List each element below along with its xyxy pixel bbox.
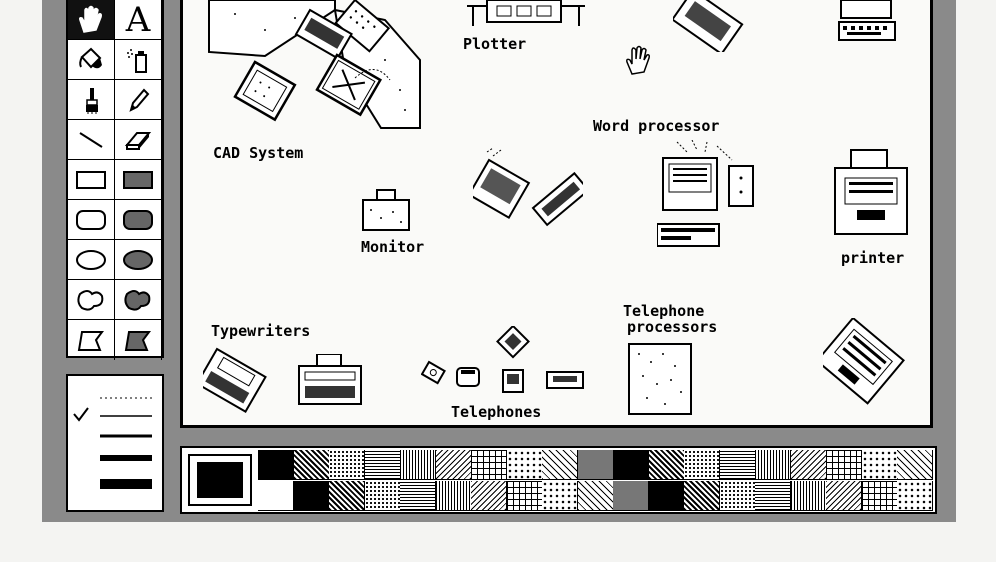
rounded-rectangle-icon[interactable] [68,200,115,240]
freeform-icon[interactable] [68,280,115,320]
pattern-swatch[interactable] [542,450,578,480]
pattern-swatch[interactable] [755,450,791,480]
pattern-swatch[interactable] [719,481,756,511]
drawing-canvas[interactable]: CAD System Plotter Word processor Moni [180,0,933,428]
pattern-swatch[interactable] [826,450,862,480]
polygon-icon[interactable] [68,320,115,360]
terminal-icon [838,0,896,41]
filled-polygon-icon[interactable] [115,320,162,360]
desktop-computer-icon [673,0,744,52]
pattern-swatch[interactable] [790,450,827,480]
pattern-swatch[interactable] [577,481,614,511]
pattern-swatch[interactable] [897,481,933,511]
checkmark-icon [73,407,89,422]
pattern-swatch[interactable] [613,481,649,511]
typewriters-label: Typewriters [211,322,311,340]
printer-label: printer [841,249,905,267]
telephone-processors-label-1: Telephone [623,302,705,320]
pattern-swatch[interactable] [897,450,933,480]
filled-rectangle-icon[interactable] [115,160,162,200]
printer-icon [834,149,908,235]
pattern-swatch[interactable] [684,450,720,480]
tool-palette: A [66,0,164,360]
pattern-swatch[interactable] [542,481,578,511]
filled-freeform-icon[interactable] [115,280,162,320]
pattern-swatch[interactable] [329,481,365,511]
pattern-swatch[interactable] [329,450,365,480]
pattern-swatch[interactable] [364,450,401,480]
pattern-swatch[interactable] [435,481,472,511]
rectangle-icon[interactable] [68,160,115,200]
line-width-palette [66,374,164,512]
pattern-swatch[interactable] [293,481,330,511]
cad-system-label: CAD System [213,144,304,162]
pattern-swatch[interactable] [648,481,685,511]
filled-rounded-rectangle-icon[interactable] [115,200,162,240]
text-tool-glyph: A [125,0,151,40]
copier-icon [823,318,905,405]
pattern-swatch[interactable] [471,450,507,480]
personal-computer-icon [473,148,583,227]
pattern-swatch[interactable] [648,450,685,480]
hand-cursor-icon [626,45,650,75]
pattern-swatch[interactable] [293,450,330,480]
pattern-swatch[interactable] [506,481,543,511]
telephones-label: Telephones [451,403,542,421]
current-pattern-swatch [188,454,252,506]
paint-bucket-icon[interactable] [68,40,115,80]
pattern-swatch[interactable] [506,450,543,480]
pattern-swatch[interactable] [364,481,401,511]
spray-can-icon[interactable] [115,40,162,80]
pattern-swatch[interactable] [790,481,827,511]
pencil-icon[interactable] [115,80,162,120]
pattern-swatch[interactable] [400,450,436,480]
eraser-icon[interactable] [115,120,162,160]
pattern-swatch[interactable] [435,450,472,480]
pattern-palette [180,446,937,514]
pattern-swatch[interactable] [258,450,294,480]
pattern-swatch[interactable] [861,481,898,511]
monitor-label: Monitor [361,238,425,256]
filled-oval-icon[interactable] [115,240,162,280]
typewriter-angled-icon [203,347,267,414]
pattern-swatch[interactable] [861,450,898,480]
hand-icon[interactable] [68,0,115,40]
typewriter-icon [298,354,362,405]
telephone-processor-icon [628,343,692,415]
plotter-label: Plotter [463,35,527,53]
pattern-swatch[interactable] [613,450,649,480]
pattern-swatch[interactable] [577,450,614,480]
text-tool-icon[interactable]: A [115,0,162,40]
pattern-swatch[interactable] [400,481,436,511]
pattern-swatch[interactable] [471,481,507,511]
monitor-icon [362,189,410,231]
pattern-swatch[interactable] [755,481,791,511]
oval-icon[interactable] [68,240,115,280]
cad-system-icon [208,0,421,129]
word-processor-label: Word processor [593,117,720,135]
brush-icon[interactable] [68,80,115,120]
pattern-swatch[interactable] [719,450,756,480]
line-tool-icon[interactable] [68,120,115,160]
telephones-icon [421,326,584,393]
word-processor-icon [657,140,754,247]
pattern-swatch[interactable] [826,481,862,511]
telephone-processors-label-2: processors [627,318,718,336]
pattern-swatch[interactable] [684,481,720,511]
plotter-icon [467,0,585,26]
pattern-swatch[interactable] [258,481,294,511]
